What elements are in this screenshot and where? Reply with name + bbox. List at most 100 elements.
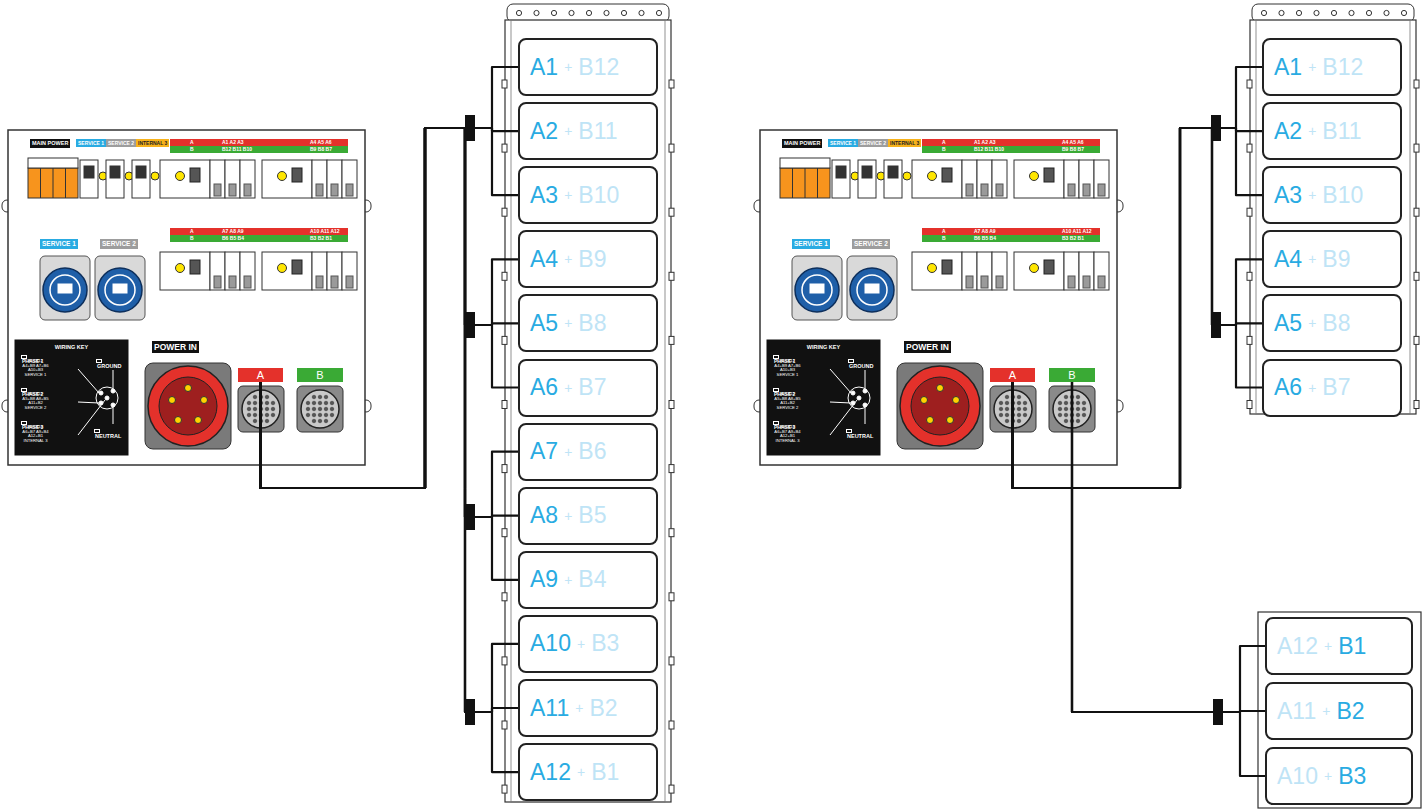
connector-pin <box>1058 413 1062 417</box>
service-breaker <box>106 160 124 198</box>
truss-hole <box>586 10 591 15</box>
circuit-id: A4 <box>1274 246 1302 273</box>
connector-tag: B <box>1049 368 1095 382</box>
plus-sign: + <box>1308 187 1316 203</box>
circuit-band: AA1 A2 A3A4 A5 A6 <box>922 139 1100 146</box>
truss-cap <box>1252 4 1414 22</box>
breaker <box>342 252 357 290</box>
label-text: B12 B11 B10 <box>222 146 252 153</box>
breaker <box>1094 252 1109 290</box>
breaker-toggle <box>346 276 353 288</box>
panel-line <box>40 168 41 198</box>
label-text: NEUTRAL <box>847 433 851 439</box>
circuit-band: AA7 A8 A9A10 A11 A12 <box>922 228 1100 235</box>
circuit-band: AA1 A2 A3A4 A5 A6 <box>170 139 348 146</box>
inlet-pin <box>185 385 192 392</box>
distro-panel <box>754 130 1123 465</box>
panel-tag: SERVICE 2 <box>100 239 138 249</box>
truss-tab <box>1247 336 1252 344</box>
circuit-id: B6 <box>578 438 606 465</box>
connector-pin <box>999 401 1003 405</box>
label-text: A1 A2 A3 <box>974 139 996 146</box>
key-leader <box>78 400 105 435</box>
power-cable <box>261 128 519 488</box>
truss-tab <box>1414 336 1419 344</box>
connector-pin <box>330 401 334 405</box>
connector-pin <box>265 413 269 417</box>
truss-frame <box>1247 4 1419 414</box>
panel-face <box>8 130 365 465</box>
connector-pin <box>312 419 316 423</box>
connector-pin <box>1082 407 1086 411</box>
panel-tag: INTERNAL 3 <box>888 139 921 147</box>
rcd-module <box>262 252 312 290</box>
connector-tag: B <box>297 368 343 382</box>
panel-tag: INTERNAL 3 <box>136 139 169 147</box>
plus-sign: + <box>564 315 572 331</box>
connector-pin <box>271 413 275 417</box>
label-text: B <box>190 235 194 242</box>
label-text: A7 A8 A9 <box>222 228 244 235</box>
truss-hole <box>551 10 556 15</box>
circuit-id: B9 <box>1322 246 1350 273</box>
breaker-toggle <box>966 276 973 288</box>
breaker-toggle <box>862 166 872 178</box>
connector-pin <box>306 401 310 405</box>
rcd-switch <box>1044 168 1054 182</box>
fixture-box: A12+B1 <box>518 743 658 801</box>
panel-tag: SERVICE 1 <box>40 239 78 249</box>
circuit-id: A5 <box>530 310 558 337</box>
breaker-toggle <box>244 276 251 288</box>
truss-tab <box>669 593 674 601</box>
label-text: A10 A11 A12 <box>1062 228 1092 235</box>
label-text: A <box>942 139 946 146</box>
truss-tab <box>502 593 507 601</box>
fixture-box: A8+B5 <box>518 487 658 545</box>
wiring-key: PHASE 1A1+B12 A4+B9 A7+B6 A10+B3 SERVICE… <box>767 340 880 455</box>
connector-pin <box>324 401 328 405</box>
circuit-id: A7 <box>530 438 558 465</box>
circuit-id: B11 <box>578 118 617 145</box>
circuit-id: B11 <box>1322 118 1361 145</box>
plus-sign: + <box>1324 768 1332 784</box>
key-leader <box>830 400 857 435</box>
cee-socket <box>795 268 839 312</box>
breaker <box>210 252 225 290</box>
connector-pin <box>247 413 251 417</box>
power-cable <box>1013 128 1263 488</box>
stack-frame <box>1258 612 1421 808</box>
connector-pin <box>265 419 269 423</box>
label-text: A <box>190 228 194 235</box>
circuit-id: A5 <box>1274 310 1302 337</box>
label-text: B <box>1068 369 1075 381</box>
power-cable <box>261 128 519 488</box>
connector-pin <box>324 407 328 411</box>
circuit-id: A10 <box>530 630 571 657</box>
circuit-id: A2 <box>1274 118 1302 145</box>
connector-pin <box>1076 419 1080 423</box>
phase-box: PHASE 3A3+B10 A6+B7 A9+B4 A12+B1 INTERNA… <box>21 421 27 425</box>
connector-pin <box>265 401 269 405</box>
truss-tab <box>669 272 674 280</box>
plus-sign: + <box>1308 251 1316 267</box>
panel-tag: SERVICE 1 <box>76 139 106 147</box>
breaker-toggle <box>136 166 146 178</box>
label-text: A <box>190 139 194 146</box>
key-tag: NEUTRAL <box>94 429 100 433</box>
truss-tab <box>669 721 674 729</box>
connector-pin <box>1017 395 1021 399</box>
truss-tab <box>502 657 507 665</box>
connector-pin <box>999 413 1003 417</box>
truss-hole <box>604 10 609 15</box>
plus-sign: + <box>564 123 572 139</box>
breaker-toggle <box>244 184 251 196</box>
breaker-toggle <box>84 166 94 178</box>
rcd-switch <box>292 168 302 182</box>
connector-pin <box>318 419 322 423</box>
fixture-box: A11+B2 <box>1265 682 1413 740</box>
key-tag: GROUND <box>96 359 102 363</box>
breaker <box>225 252 240 290</box>
pinout-pin <box>99 391 103 395</box>
